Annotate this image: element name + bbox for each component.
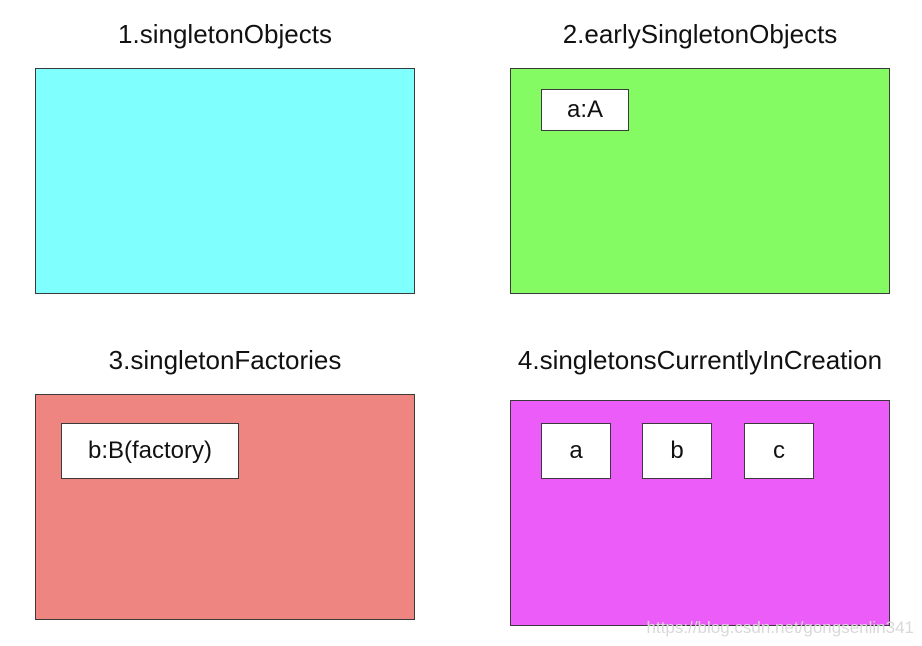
panel-box-singletons-currently-in-creation: a b c bbox=[510, 400, 890, 626]
panel-title-singletons-currently-in-creation: 4.singletonsCurrentlyInCreation bbox=[517, 345, 883, 375]
panel-title-early-singleton-objects: 2.earlySingletonObjects bbox=[562, 19, 838, 49]
panel-box-singleton-factories: b:B(factory) bbox=[35, 394, 415, 620]
item-box-a: a bbox=[541, 423, 611, 479]
item-box-a-A: a:A bbox=[541, 89, 629, 131]
panel-box-singleton-objects bbox=[35, 68, 415, 294]
panel-title-singleton-factories: 3.singletonFactories bbox=[108, 345, 342, 375]
watermark-url: https://blog.csdn.net/gongsenlin341 bbox=[646, 618, 914, 637]
panel-title-singleton-objects: 1.singletonObjects bbox=[118, 19, 332, 49]
item-box-c: c bbox=[744, 423, 814, 479]
item-box-b: b bbox=[642, 423, 712, 479]
panel-box-early-singleton-objects: a:A bbox=[510, 68, 890, 294]
item-box-b-factory: b:B(factory) bbox=[61, 423, 239, 479]
